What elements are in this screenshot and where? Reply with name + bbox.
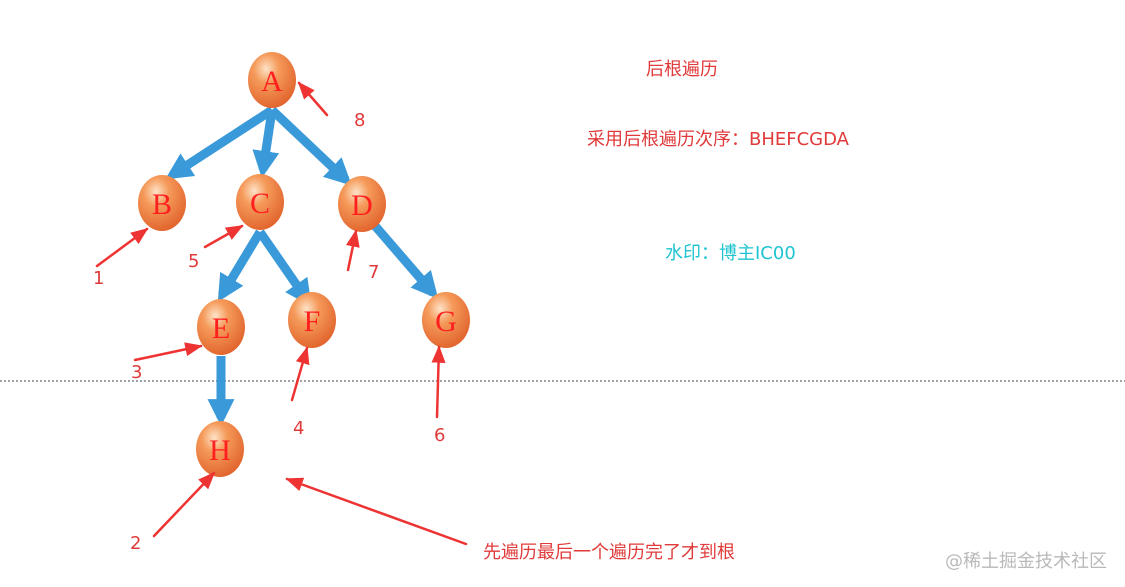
note-pointer-arrow [285, 477, 468, 546]
node-c: C [236, 174, 284, 230]
edge-c-f [256, 229, 312, 307]
node-b-label: B [152, 188, 172, 221]
step-label-8: 8 [354, 110, 366, 131]
pointer-arrow-8 [297, 81, 329, 117]
node-h-label: H [209, 434, 231, 467]
pointer-arrow-6 [431, 345, 446, 419]
step-label-4: 4 [293, 418, 305, 439]
pointer-arrow-2 [152, 471, 216, 538]
step-label-3: 3 [131, 362, 143, 383]
step-label-5: 5 [188, 251, 200, 272]
edge-a-b [165, 106, 275, 180]
site-watermark: @稀土掘金技术社区 [945, 551, 1107, 572]
node-f-label: F [304, 305, 321, 338]
pointer-arrows [95, 81, 468, 546]
pointer-arrow-7 [345, 229, 360, 272]
step-label-6: 6 [434, 425, 446, 446]
node-g: G [422, 292, 470, 348]
node-g-label: G [435, 305, 457, 338]
edge-c-e [217, 229, 264, 302]
pointer-arrow-5 [203, 224, 244, 249]
node-c-label: C [250, 187, 270, 220]
pointer-arrow-3 [133, 342, 203, 362]
node-h: H [196, 421, 244, 477]
node-f: F [288, 292, 336, 348]
node-d: D [338, 176, 386, 232]
step-label-7: 7 [368, 262, 380, 283]
edge-a-d [268, 106, 352, 186]
edge-a-c [252, 109, 280, 179]
node-a-label: A [261, 65, 283, 98]
node-d-label: D [351, 189, 373, 222]
node-b: B [138, 175, 186, 231]
step-label-2: 2 [130, 533, 142, 554]
traversal-order-text: 采用后根遍历次序：BHEFCGDA [587, 129, 849, 150]
tree-nodes: A B C D E F G H [138, 52, 470, 477]
step-label-1: 1 [93, 268, 105, 289]
tree-edges [165, 106, 439, 427]
page-title: 后根遍历 [646, 59, 718, 80]
explanation-note: 先遍历最后一个遍历完了才到根 [483, 542, 735, 563]
node-e: E [197, 299, 245, 355]
pointer-arrow-1 [95, 227, 149, 268]
node-a: A [248, 52, 296, 108]
node-e-label: E [212, 312, 230, 345]
author-watermark-text: 水印：博主IC00 [665, 243, 796, 264]
edge-d-g [366, 217, 439, 300]
pointer-arrow-4 [290, 346, 310, 402]
